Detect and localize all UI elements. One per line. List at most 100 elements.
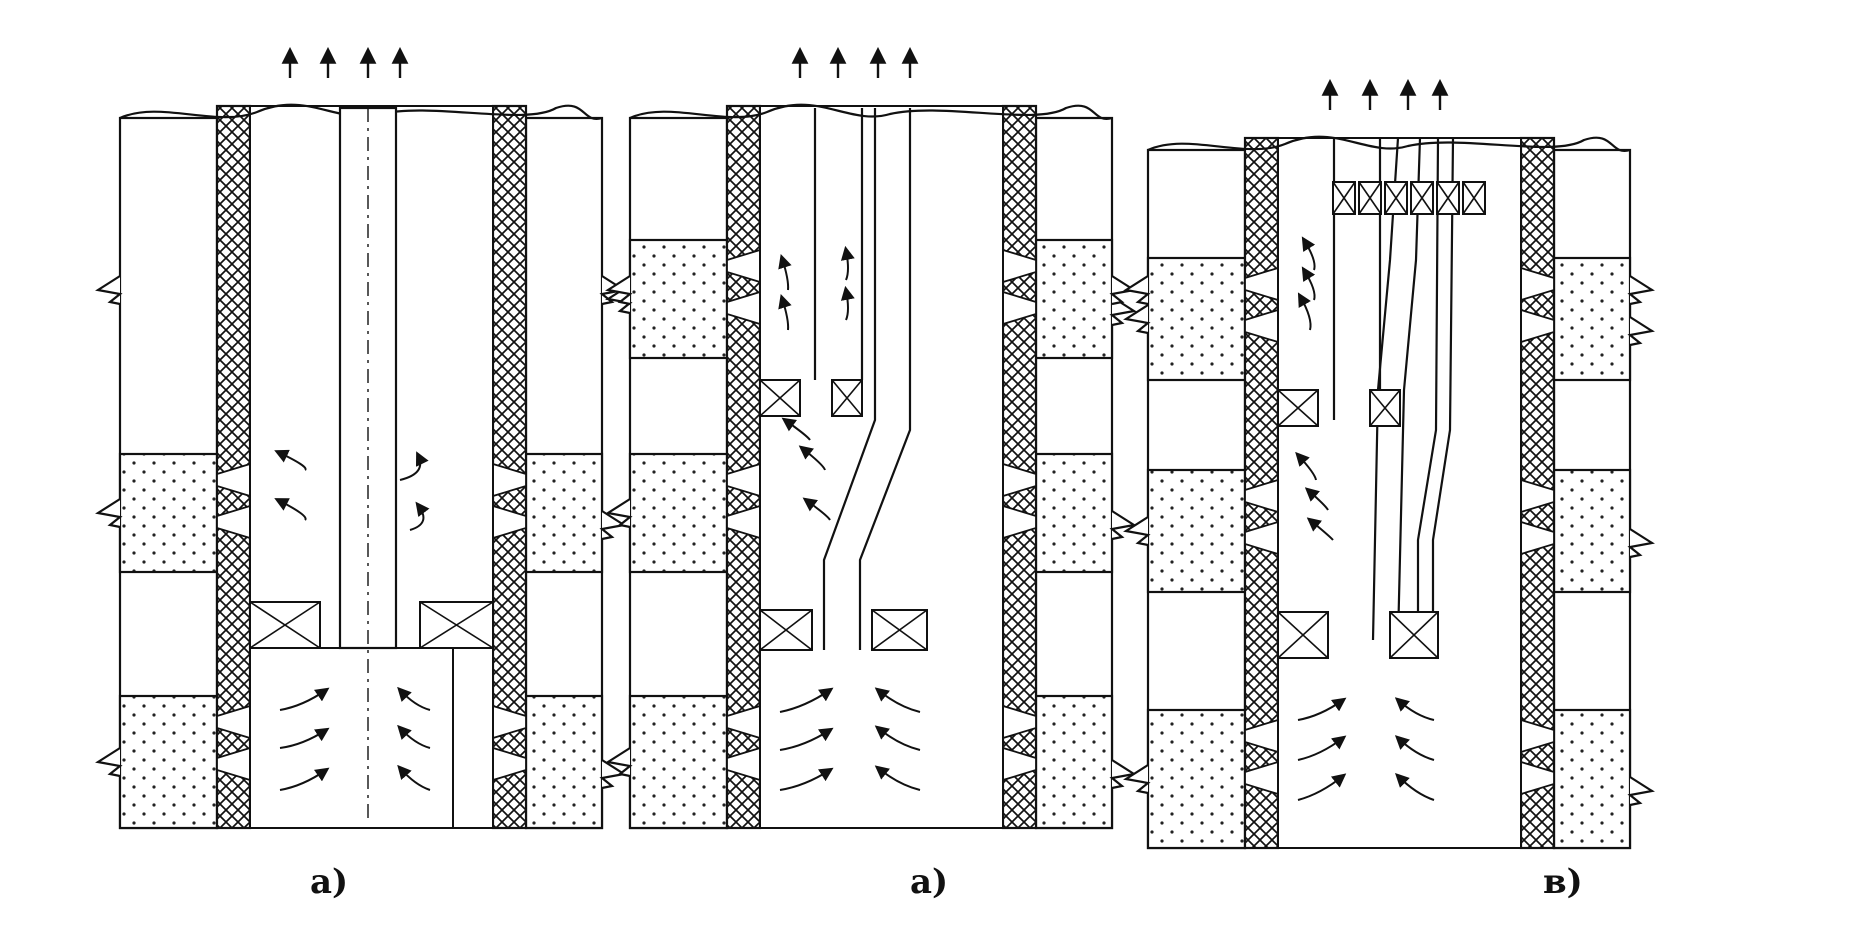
flow-arrow-icon xyxy=(1297,735,1347,761)
break-line-top xyxy=(629,103,1113,120)
break-mark-left xyxy=(95,498,123,529)
flow-arrow-icon xyxy=(1297,292,1312,331)
tubing-upper xyxy=(813,108,864,380)
sand-layer-left xyxy=(1146,468,1247,594)
break-mark-left xyxy=(605,747,633,778)
flow-arrow-icon xyxy=(781,417,811,441)
break-mark-right xyxy=(1109,510,1137,541)
break-mark-right xyxy=(599,759,627,790)
sand-layer-right xyxy=(1552,468,1632,594)
flow-arrow-icon xyxy=(397,686,431,711)
break-mark-right xyxy=(1627,528,1655,559)
flow-arrow-icon xyxy=(397,764,431,791)
caption-panel-v: в) xyxy=(1543,862,1583,902)
flow-arrow-icon xyxy=(779,767,834,791)
flow-arrow-icon xyxy=(1297,773,1347,801)
caption-panel-a2: а) xyxy=(910,862,949,902)
flow-arrow-icon xyxy=(1297,697,1347,721)
flow-arrow-icon xyxy=(399,451,429,481)
break-mark-right xyxy=(1627,776,1655,807)
sand-layer-left xyxy=(1146,256,1247,382)
flow-arrow-icon xyxy=(279,767,330,791)
flow-arrow-icon xyxy=(1301,236,1316,271)
sand-layer-right xyxy=(524,694,604,830)
sand-layer-left xyxy=(628,694,729,830)
flow-arrow-icon xyxy=(779,727,834,751)
flow-arrow-icon xyxy=(778,253,792,291)
packer-cross-lines xyxy=(831,379,863,417)
break-mark-left xyxy=(1123,516,1151,547)
flow-arrow-icon xyxy=(1306,517,1334,541)
break-mark-left xyxy=(1123,304,1151,335)
wellbore-space xyxy=(759,105,1004,829)
packer-cross-lines xyxy=(1369,389,1401,427)
break-mark-left xyxy=(95,275,123,306)
flow-arrow-icon xyxy=(874,687,921,713)
flow-arrow-icon xyxy=(802,497,831,521)
break-mark-right xyxy=(1109,759,1137,790)
break-mark-left xyxy=(1123,764,1151,795)
flow-arrow-icon xyxy=(1304,487,1329,511)
packer-cross-lines xyxy=(1332,181,1356,215)
sand-layer-right xyxy=(1552,708,1632,850)
flow-arrow-icon xyxy=(409,501,430,531)
packer-cross-lines xyxy=(1389,611,1439,659)
packer-cross-lines xyxy=(1462,181,1486,215)
sand-layer-left xyxy=(118,452,219,574)
packer-cross-lines xyxy=(1358,181,1382,215)
wellbore-space xyxy=(1277,137,1522,849)
packer-cross-lines xyxy=(759,609,813,651)
packer-cross-lines xyxy=(1384,181,1408,215)
sand-layer-right xyxy=(1034,238,1114,360)
packer-cross-lines xyxy=(1436,181,1460,215)
break-mark-right xyxy=(1627,275,1655,306)
flow-arrow-icon xyxy=(397,724,431,749)
flow-arrow-icon xyxy=(279,687,330,711)
flow-arrow-icon xyxy=(798,445,826,471)
break-line-top xyxy=(1147,135,1631,152)
flow-arrow-icon xyxy=(1301,266,1316,301)
flow-arrow-icon xyxy=(1295,451,1317,481)
flow-arrow-icon xyxy=(840,245,855,281)
caption-panel-a1: a) xyxy=(310,862,349,902)
sand-layer-right xyxy=(1552,256,1632,382)
sand-layer-right xyxy=(524,452,604,574)
sand-layer-right xyxy=(1034,694,1114,830)
flow-arrow-icon xyxy=(279,727,330,749)
break-mark-left xyxy=(605,498,633,529)
lower-zone xyxy=(249,647,454,829)
well-panel-a2 xyxy=(605,46,1137,830)
packer-cross-lines xyxy=(759,379,801,417)
break-mark-right xyxy=(1627,316,1655,347)
tubing-long xyxy=(1416,137,1455,640)
packer-cross-lines xyxy=(1277,611,1329,659)
well-panel-a1 xyxy=(95,46,627,830)
sand-layer-left xyxy=(118,694,219,830)
flow-arrow-icon xyxy=(874,765,921,791)
break-mark-right xyxy=(599,510,627,541)
packer-cross-lines xyxy=(1277,389,1319,427)
flow-arrow-icon xyxy=(778,293,792,331)
well-panel-v xyxy=(1123,78,1655,850)
flow-arrow-icon xyxy=(274,498,307,521)
packer-cross-lines xyxy=(249,601,321,649)
break-mark-left xyxy=(1123,275,1151,306)
packer-cross-lines xyxy=(871,609,928,651)
flow-arrow-icon xyxy=(1394,697,1435,721)
flow-arrow-icon xyxy=(1394,735,1435,761)
sand-layer-left xyxy=(628,238,729,360)
flow-arrow-icon xyxy=(274,449,307,471)
packer-cross-lines xyxy=(419,601,494,649)
flow-arrow-icon xyxy=(1395,773,1435,801)
sand-layer-right xyxy=(1034,452,1114,574)
flow-arrow-icon xyxy=(779,687,834,713)
break-mark-left xyxy=(605,275,633,306)
sand-layer-left xyxy=(628,452,729,574)
flow-arrow-icon xyxy=(840,285,855,321)
tubing-offset xyxy=(822,108,912,650)
sand-layer-left xyxy=(1146,708,1247,850)
packer-cross-lines xyxy=(1410,181,1434,215)
break-mark-left xyxy=(95,747,123,778)
flow-arrow-icon xyxy=(874,725,921,751)
